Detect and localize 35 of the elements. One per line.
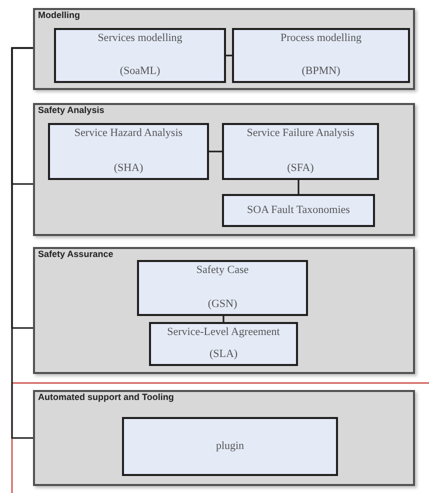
box-title: SOA Fault Taxonomies <box>247 204 350 218</box>
box-title: plugin <box>216 440 244 454</box>
box-subtitle: (SLA) <box>209 348 238 362</box>
group-heading: Safety Assurance <box>38 250 114 259</box>
box-subtitle: (SFA) <box>287 162 314 176</box>
group-panel <box>33 390 415 486</box>
box-title: Process modelling <box>280 32 362 46</box>
process-box <box>122 417 338 476</box>
process-box <box>222 194 375 227</box>
group-heading: Automated support and Tooling <box>38 393 174 402</box>
group-panel <box>33 247 415 374</box>
group-panel <box>33 103 415 236</box>
connector-line <box>222 316 224 322</box>
box-subtitle: (SHA) <box>114 162 144 176</box>
box-subtitle: (BPMN) <box>302 65 340 79</box>
box-subtitle: (GSN) <box>208 298 238 312</box>
process-box <box>54 28 226 83</box>
box-title: Service-Level Agreement <box>167 326 280 340</box>
connector-line <box>298 180 300 194</box>
process-box <box>149 322 298 366</box>
box-title: Safety Case <box>196 264 249 278</box>
process-box <box>137 260 308 316</box>
box-subtitle: (SoaML) <box>120 65 160 79</box>
process-box <box>232 28 410 83</box>
connector-line <box>226 54 232 56</box>
connector-line <box>11 47 33 439</box>
process-box <box>222 123 379 180</box>
group-heading: Modelling <box>38 11 80 20</box>
connector-line <box>209 150 222 152</box>
group-panel <box>33 8 415 90</box>
process-box <box>48 123 209 180</box>
group-heading: Safety Analysis <box>38 106 104 115</box>
box-title: Service Hazard Analysis <box>74 127 183 141</box>
box-title: Service Failure Analysis <box>246 127 354 141</box>
box-title: Services modelling <box>98 32 182 46</box>
